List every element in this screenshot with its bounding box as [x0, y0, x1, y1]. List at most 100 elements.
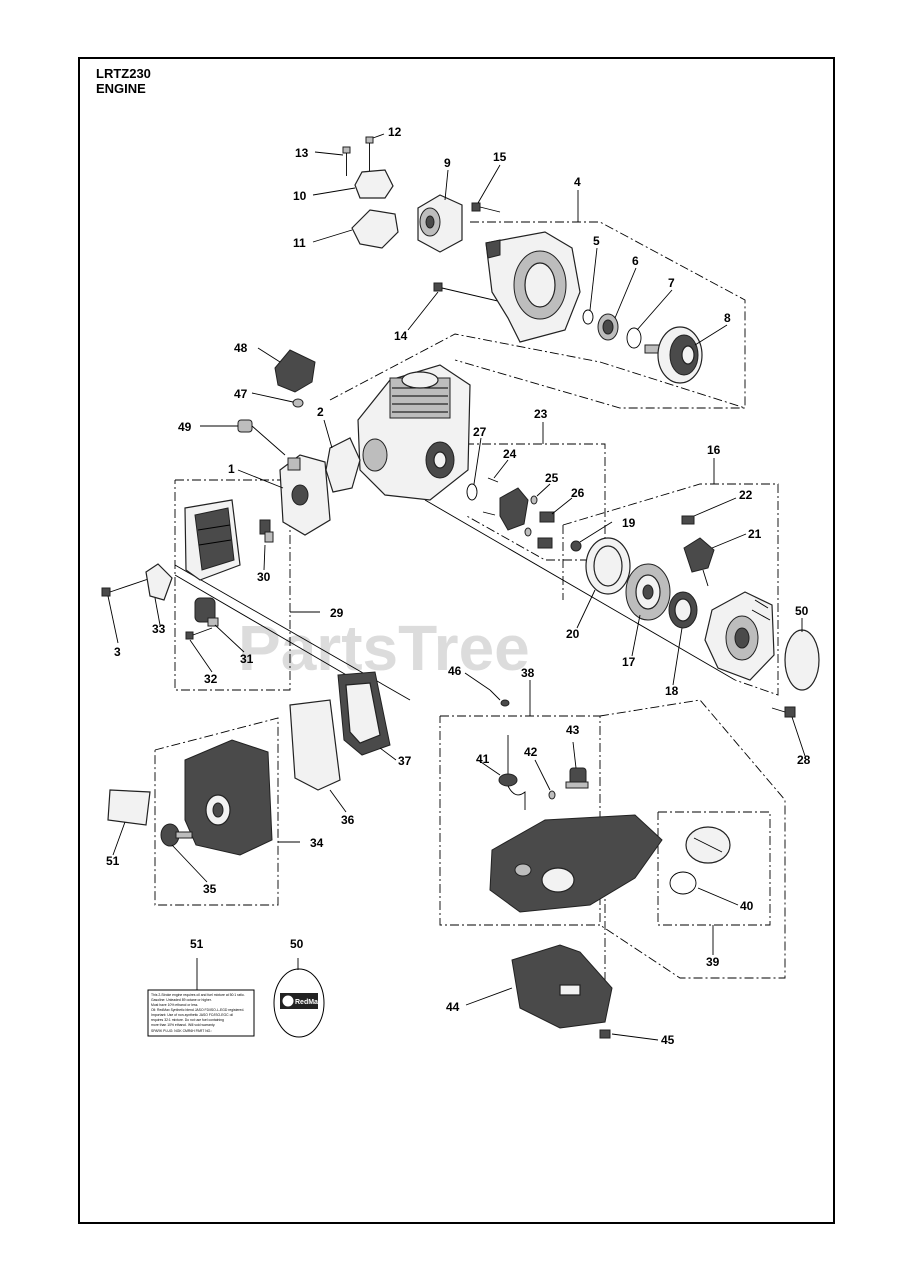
part-20-recoil-spring	[585, 537, 631, 595]
part-29-back-plate	[184, 499, 241, 581]
callout-21: 21	[748, 527, 762, 541]
callout-6: 6	[632, 254, 639, 268]
part-7-snap-ring	[626, 327, 642, 349]
part-30-choke-lever	[259, 519, 274, 543]
part-13-screw	[342, 146, 351, 176]
callout-37: 37	[398, 754, 412, 768]
callout-40: 40	[740, 899, 754, 913]
part-8-clutch-drum	[644, 326, 703, 384]
callout-30: 30	[257, 570, 271, 584]
part-51-label-small	[107, 789, 151, 826]
callout-11: 11	[293, 236, 306, 250]
callout-38: 38	[521, 666, 535, 680]
callout-29: 29	[330, 606, 344, 620]
part-39-fuel-cap	[685, 826, 731, 864]
callout-28: 28	[797, 753, 811, 767]
callout-26: 26	[571, 486, 585, 500]
callout-25: 25	[545, 471, 559, 485]
callout-39: 39	[706, 955, 720, 969]
callout-44: 44	[446, 1000, 460, 1014]
part-28-bolt	[771, 706, 796, 718]
callout-36: 36	[341, 813, 355, 827]
part-15-bolt	[471, 202, 501, 213]
part-engine-block	[357, 364, 471, 501]
callout-45: 45	[661, 1033, 675, 1047]
callout-46: 46	[448, 664, 462, 678]
group-outline-38	[439, 715, 601, 926]
decal-50-brand: RedMax	[295, 999, 322, 1006]
callout-48: 48	[234, 341, 248, 355]
part-25b-oring	[524, 527, 532, 537]
group-outline-39	[657, 811, 771, 926]
decal-51-line-7: SPARK PLUG: NGK CMR6H PART NO.:	[151, 1029, 212, 1033]
callout-17: 17	[622, 655, 636, 669]
part-36-filter	[289, 699, 341, 791]
callout-19: 19	[622, 516, 636, 530]
decal-51-line-0: This 2-Stroke engine requires oil and fu…	[151, 993, 245, 997]
group-outline-29	[174, 479, 291, 691]
part-17-pulley	[625, 563, 671, 621]
part-46-vent	[489, 689, 510, 707]
part-12-screw	[365, 136, 374, 172]
diagram-frame	[78, 57, 835, 1224]
callout-33: 33	[152, 622, 166, 636]
part-1-carburetor	[279, 454, 331, 536]
part-49-primer	[237, 419, 286, 456]
callout-18: 18	[665, 684, 679, 698]
part-2-gasket	[325, 437, 361, 493]
part-45-bolt	[599, 1029, 611, 1039]
diagram-header: LRTZ230 ENGINE	[96, 66, 151, 96]
callout-49: 49	[178, 420, 192, 434]
callout-24: 24	[503, 447, 517, 461]
part-42-fuel-filter	[548, 790, 556, 800]
leader-lines	[107, 133, 806, 1041]
callout-35: 35	[203, 882, 217, 896]
callout-5: 5	[593, 234, 600, 248]
callout-15: 15	[493, 150, 507, 164]
callout-51-decal: 51	[190, 937, 204, 951]
part-26-damper	[537, 511, 555, 549]
part-41-fuel-line	[498, 735, 526, 810]
callout-2: 2	[317, 405, 324, 419]
part-25-oring	[530, 495, 538, 505]
part-4-clutch-housing	[485, 231, 581, 343]
callout-27: 27	[473, 425, 487, 439]
part-33-bracket	[145, 563, 173, 601]
part-27-gasket	[466, 483, 478, 501]
model-name: LRTZ230	[96, 66, 151, 81]
callout-9: 9	[444, 156, 451, 170]
group-outline-34	[154, 717, 279, 906]
callout-22: 22	[739, 488, 753, 502]
callout-13: 13	[295, 146, 309, 160]
callout-4: 4	[574, 175, 581, 189]
callout-43: 43	[566, 723, 580, 737]
callout-50: 50	[795, 604, 809, 618]
part-16-starter-housing	[704, 591, 775, 681]
callout-50-decal: 50	[290, 937, 304, 951]
part-40-cap-gasket	[669, 871, 697, 895]
callout-23: 23	[534, 407, 548, 421]
part-31-lever	[194, 597, 219, 627]
part-32-screw	[185, 627, 213, 640]
group-outline-16	[562, 483, 779, 696]
part-21-starter-handle	[683, 537, 715, 587]
crank-axis-line	[424, 499, 736, 681]
callout-12: 12	[388, 125, 402, 139]
part-38-fuel-tank	[489, 814, 663, 913]
part-22-clip	[681, 515, 695, 525]
part-19-spring	[570, 540, 582, 552]
section-name: ENGINE	[96, 81, 146, 96]
decal-51-line-1: Gasoline: Unleaded 89 octane or higher.	[151, 998, 212, 1002]
callout-34: 34	[310, 836, 324, 850]
callout-51: 51	[106, 854, 120, 868]
part-50-decal-small	[784, 629, 820, 691]
callout-47: 47	[234, 387, 248, 401]
part-35-knob	[160, 823, 193, 847]
part-43-filter-weight	[565, 767, 589, 789]
part-47-grommet	[292, 398, 304, 408]
part-5-snap-ring	[582, 309, 594, 325]
part-9-muffler	[417, 194, 463, 253]
callout-16: 16	[707, 443, 721, 457]
part-44-tank-mount	[511, 944, 613, 1029]
